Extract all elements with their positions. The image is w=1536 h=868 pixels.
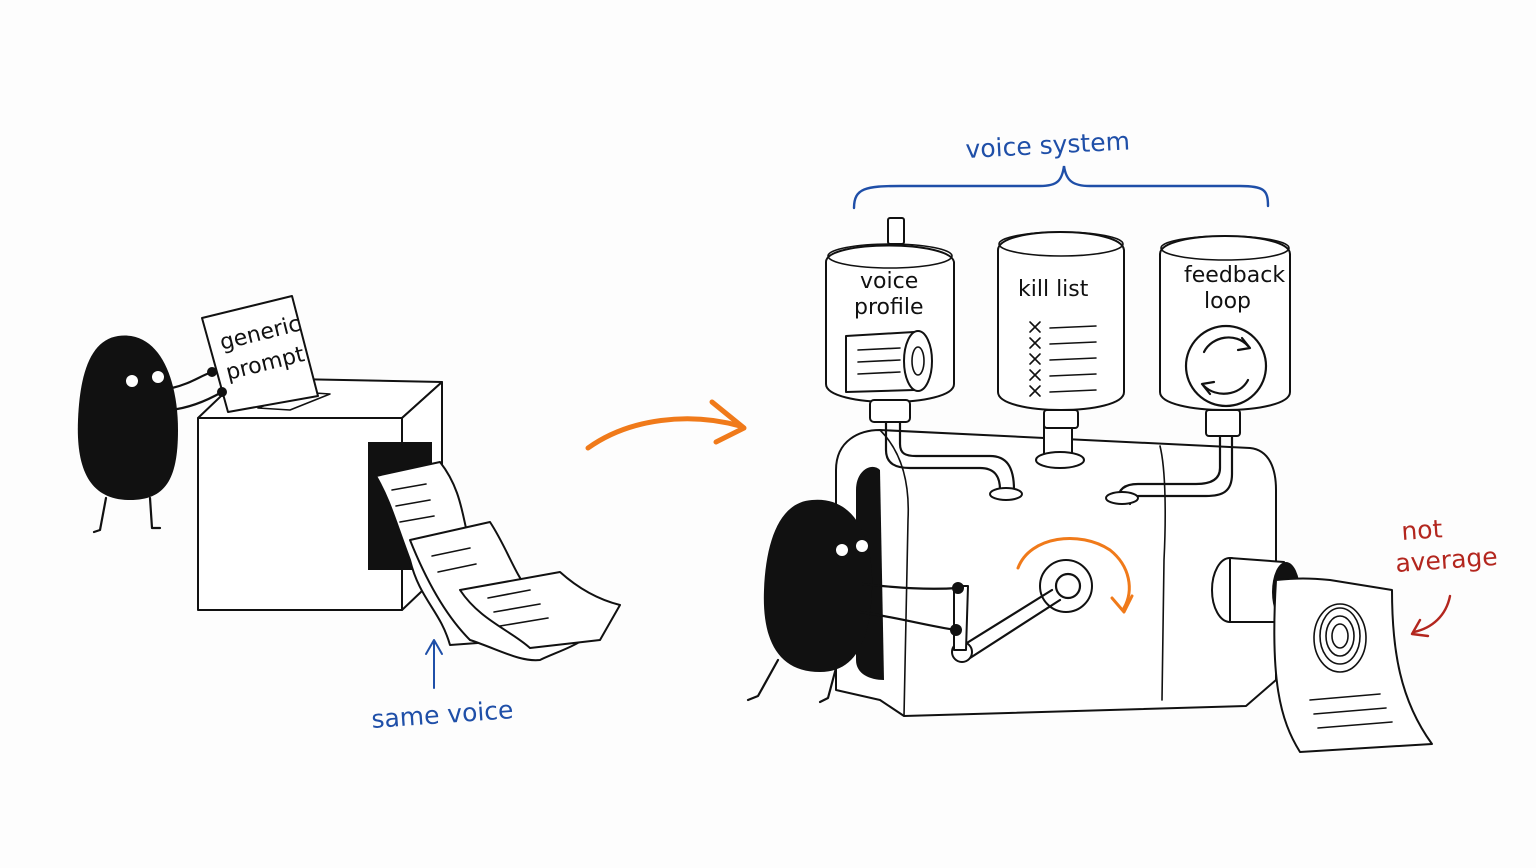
character-blob-right <box>746 499 964 704</box>
scroll-icon <box>845 330 933 393</box>
x-checklist-icon <box>1029 321 1097 397</box>
voice-system-scene: voice system <box>746 126 1499 753</box>
canister-voice-profile: voice profile <box>825 217 955 423</box>
fingerprint-icon <box>1313 603 1367 673</box>
character-blob-left <box>77 335 227 534</box>
machine-pipes <box>884 416 1234 506</box>
generic-printer-scene: generic prompt same voice <box>77 295 621 734</box>
feedback-loop-line-1: feedback <box>1184 263 1285 288</box>
same-voice-annotation: same voice <box>370 639 514 734</box>
kill-list-label: kill list <box>1018 277 1089 302</box>
feedback-loop-line-2: loop <box>1204 289 1251 314</box>
paper-stack <box>375 461 621 662</box>
voice-profile-line-2: profile <box>854 295 924 320</box>
voice-system-label: voice system <box>965 126 1131 164</box>
up-arrow-icon <box>425 639 443 689</box>
not-average-annotation: not average <box>1394 514 1499 638</box>
not-average-line-1: not <box>1400 514 1443 546</box>
cycle-arrows-icon <box>1184 324 1268 408</box>
voice-system-brace: voice system <box>852 126 1270 210</box>
voice-profile-line-1: voice <box>860 269 918 294</box>
prompt-sheet: generic prompt <box>201 295 319 413</box>
not-average-line-2: average <box>1394 542 1498 578</box>
canister-feedback-loop: feedback loop <box>1159 235 1291 437</box>
canister-kill-list: kill list <box>997 231 1125 429</box>
crank-handle <box>951 536 1134 663</box>
same-voice-label: same voice <box>370 695 514 734</box>
transition-arrow <box>585 399 747 451</box>
output-scroll <box>1273 577 1433 753</box>
